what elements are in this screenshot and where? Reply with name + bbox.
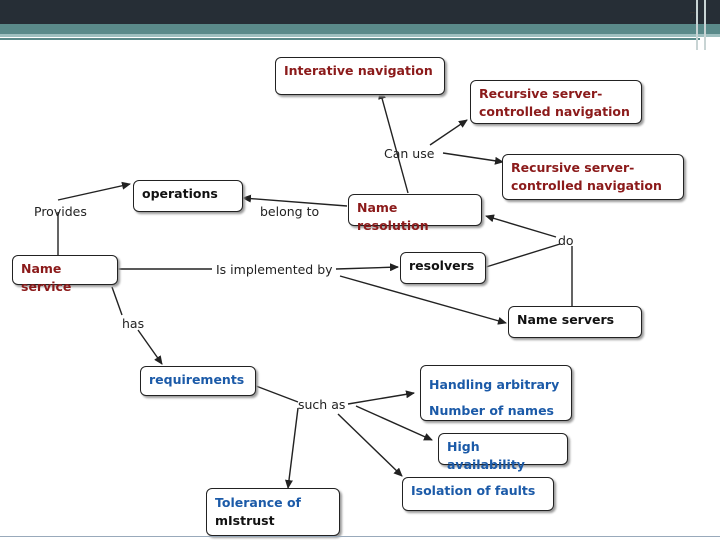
edge-requirements-to-suchas: [255, 385, 299, 403]
node-label-line2: controlled navigation: [511, 178, 662, 194]
node-label-line1: Handling arbitrary: [429, 377, 560, 392]
node-handling-arbitrary: Handling arbitrary Number of names: [420, 365, 572, 421]
node-label-line2: controlled navigation: [479, 104, 630, 120]
right-stripe: [704, 0, 706, 50]
node-label-line1: Recursive server-: [479, 86, 603, 101]
page-number: 7: [689, 10, 696, 25]
edge-implemented-to-nameservers: [339, 275, 507, 325]
label-belong-to: belong to: [260, 204, 320, 219]
node-recursive-server-1: Recursive server- controlled navigation: [470, 80, 642, 124]
edge-resolution-to-interative: [378, 90, 409, 194]
node-label-line2: mIstrust: [215, 513, 275, 529]
node-operations: operations: [133, 180, 243, 212]
node-recursive-server-2: Recursive server- controlled navigation: [502, 154, 684, 200]
node-label-line2: Number of names: [429, 403, 554, 419]
label-is-implemented-by: Is implemented by: [216, 262, 333, 277]
label-provides: Provides: [34, 204, 87, 219]
accent-band: [0, 24, 720, 34]
edge-do-to-resolution: [485, 214, 557, 238]
node-label: Isolation of faults: [411, 483, 536, 498]
edge-suchas-to-availability: [355, 405, 433, 441]
edge-canuse-to-recursive-2: [442, 152, 504, 165]
edge-service-to-has: [111, 286, 123, 316]
label-do: do: [558, 233, 574, 248]
node-name-servers: Name servers: [508, 306, 642, 338]
node-interative-navigation: Interative navigation: [275, 57, 445, 95]
edge-provides-to-operations: [57, 181, 131, 201]
edge-implemented-to-resolvers: [335, 263, 399, 272]
node-tolerance-of-mistrust: Tolerance of mIstrust: [206, 488, 340, 536]
top-bar: [0, 0, 720, 24]
node-name-resolution: Name resolution: [348, 194, 482, 233]
node-label: Name resolution: [357, 200, 429, 234]
edge-suchas-to-isolation: [337, 413, 403, 477]
edge-belong-to-operations: [242, 194, 348, 207]
edge-suchas-to-tolerance: [285, 407, 299, 489]
label-such-as: such as: [298, 397, 346, 412]
label-can-use: Can use: [384, 146, 435, 161]
node-label: Interative navigation: [284, 63, 433, 78]
node-resolvers: resolvers: [400, 252, 486, 284]
edge-has-to-requirements: [137, 329, 163, 365]
node-label: High availability: [447, 439, 525, 473]
edge-suchas-to-handling: [347, 390, 415, 405]
accent-line: [0, 38, 700, 40]
label-has: has: [122, 316, 145, 331]
bottom-line: [0, 536, 720, 537]
node-requirements: requirements: [140, 366, 256, 396]
node-label: requirements: [149, 372, 245, 387]
node-label: Name service: [21, 261, 72, 295]
edge-canuse-to-recursive-1: [429, 119, 468, 146]
node-label: operations: [142, 186, 218, 201]
node-label-line1: Recursive server-: [511, 160, 635, 175]
node-isolation-of-faults: Isolation of faults: [402, 477, 554, 511]
edge-do-to-resolvers: [485, 243, 561, 268]
right-stripe: [696, 0, 698, 50]
node-high-availability: High availability: [438, 433, 568, 472]
node-label: Name servers: [517, 312, 615, 327]
node-name-service: Name service: [12, 255, 118, 294]
node-label: resolvers: [409, 258, 475, 273]
node-label-line1: Tolerance of: [215, 495, 301, 510]
accent-band-light: [0, 34, 720, 37]
